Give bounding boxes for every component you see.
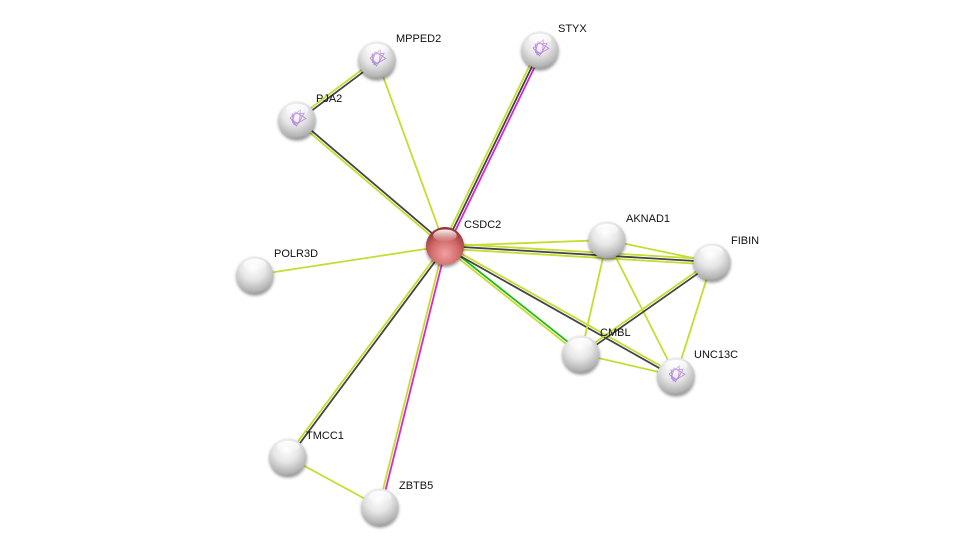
edge-csdc2-polr3d[interactable]: [254, 245, 446, 276]
node-highlight: [368, 490, 392, 503]
edge-csdc2-fibin[interactable]: [444, 242, 713, 266]
node-highlight: [433, 229, 457, 242]
edge-csdc2-mpped2[interactable]: [376, 59, 446, 247]
edge-line-textmining: [377, 245, 445, 507]
edges-layer: [254, 48, 714, 508]
node-highlight: [700, 245, 724, 258]
edge-aknad1-unc13c[interactable]: [606, 239, 677, 377]
node-label: AKNAD1: [626, 213, 670, 225]
edge-line-coexpression: [444, 49, 541, 247]
node-mpped2[interactable]: MPPED2: [358, 33, 442, 79]
edge-line-experiments: [380, 246, 448, 508]
edge-line-textmining: [606, 239, 677, 377]
edge-csdc2-zbtb5[interactable]: [377, 245, 448, 508]
node-pja2[interactable]: PJA2: [278, 93, 343, 139]
node-label: MPPED2: [396, 33, 441, 45]
edge-csdc2-styx[interactable]: [441, 48, 544, 248]
edge-line-textmining: [445, 244, 678, 376]
node-label: ZBTB5: [399, 480, 433, 492]
edge-line-textmining: [445, 242, 713, 261]
edge-csdc2-tmcc1[interactable]: [286, 244, 447, 459]
edge-fibin-cmbl[interactable]: [579, 260, 714, 356]
edge-csdc2-unc13c[interactable]: [443, 244, 678, 378]
node-zbtb5[interactable]: ZBTB5: [361, 480, 434, 526]
node-cmbl[interactable]: CMBL: [562, 327, 631, 373]
edge-line-coexpression: [444, 245, 713, 263]
edge-line-textmining: [444, 247, 712, 266]
edge-line-coexpression: [443, 246, 676, 378]
node-label: POLR3D: [274, 248, 318, 260]
edge-line-coexpression: [581, 262, 714, 356]
edge-fibin-unc13c[interactable]: [675, 261, 713, 377]
node-highlight: [243, 258, 267, 271]
edge-line-experiments: [446, 50, 544, 248]
node-label: CMBL: [600, 327, 631, 339]
node-label: TMCC1: [306, 430, 344, 442]
node-label: UNC13C: [694, 349, 738, 361]
edge-line-textmining: [675, 261, 713, 377]
node-tmcc1[interactable]: TMCC1: [269, 430, 344, 476]
node-label: STYX: [558, 23, 587, 35]
node-highlight: [276, 440, 300, 453]
node-csdc2[interactable]: CSDC2: [426, 219, 501, 265]
edge-line-textmining: [580, 239, 608, 355]
edge-csdc2-pja2[interactable]: [295, 118, 447, 248]
node-highlight: [365, 43, 389, 56]
edge-line-textmining: [443, 246, 581, 356]
edge-line-textmining: [376, 59, 446, 247]
node-styx[interactable]: STYX: [521, 23, 588, 69]
node-highlight: [285, 103, 309, 116]
edge-line-textmining: [441, 48, 539, 246]
edge-line-coexpression: [288, 246, 447, 459]
node-highlight: [528, 33, 552, 46]
edge-line-textmining: [579, 260, 712, 354]
node-aknad1[interactable]: AKNAD1: [588, 213, 671, 259]
node-unc13c[interactable]: UNC13C: [657, 349, 739, 395]
node-highlight: [569, 337, 593, 350]
node-highlight: [664, 359, 688, 372]
edge-line-neighborhood: [445, 244, 583, 354]
node-label: FIBIN: [731, 235, 759, 247]
edge-aknad1-cmbl[interactable]: [580, 239, 608, 355]
edge-line-textmining: [295, 120, 445, 248]
node-polr3d[interactable]: POLR3D: [236, 248, 319, 294]
node-label: CSDC2: [464, 219, 501, 231]
node-label: PJA2: [316, 93, 342, 105]
node-highlight: [595, 223, 619, 236]
edge-line-textmining: [286, 244, 445, 457]
edge-csdc2-cmbl[interactable]: [443, 244, 583, 356]
node-fibin[interactable]: FIBIN: [693, 235, 760, 281]
edge-line-coexpression: [297, 118, 447, 246]
edge-line-textmining: [254, 245, 446, 276]
